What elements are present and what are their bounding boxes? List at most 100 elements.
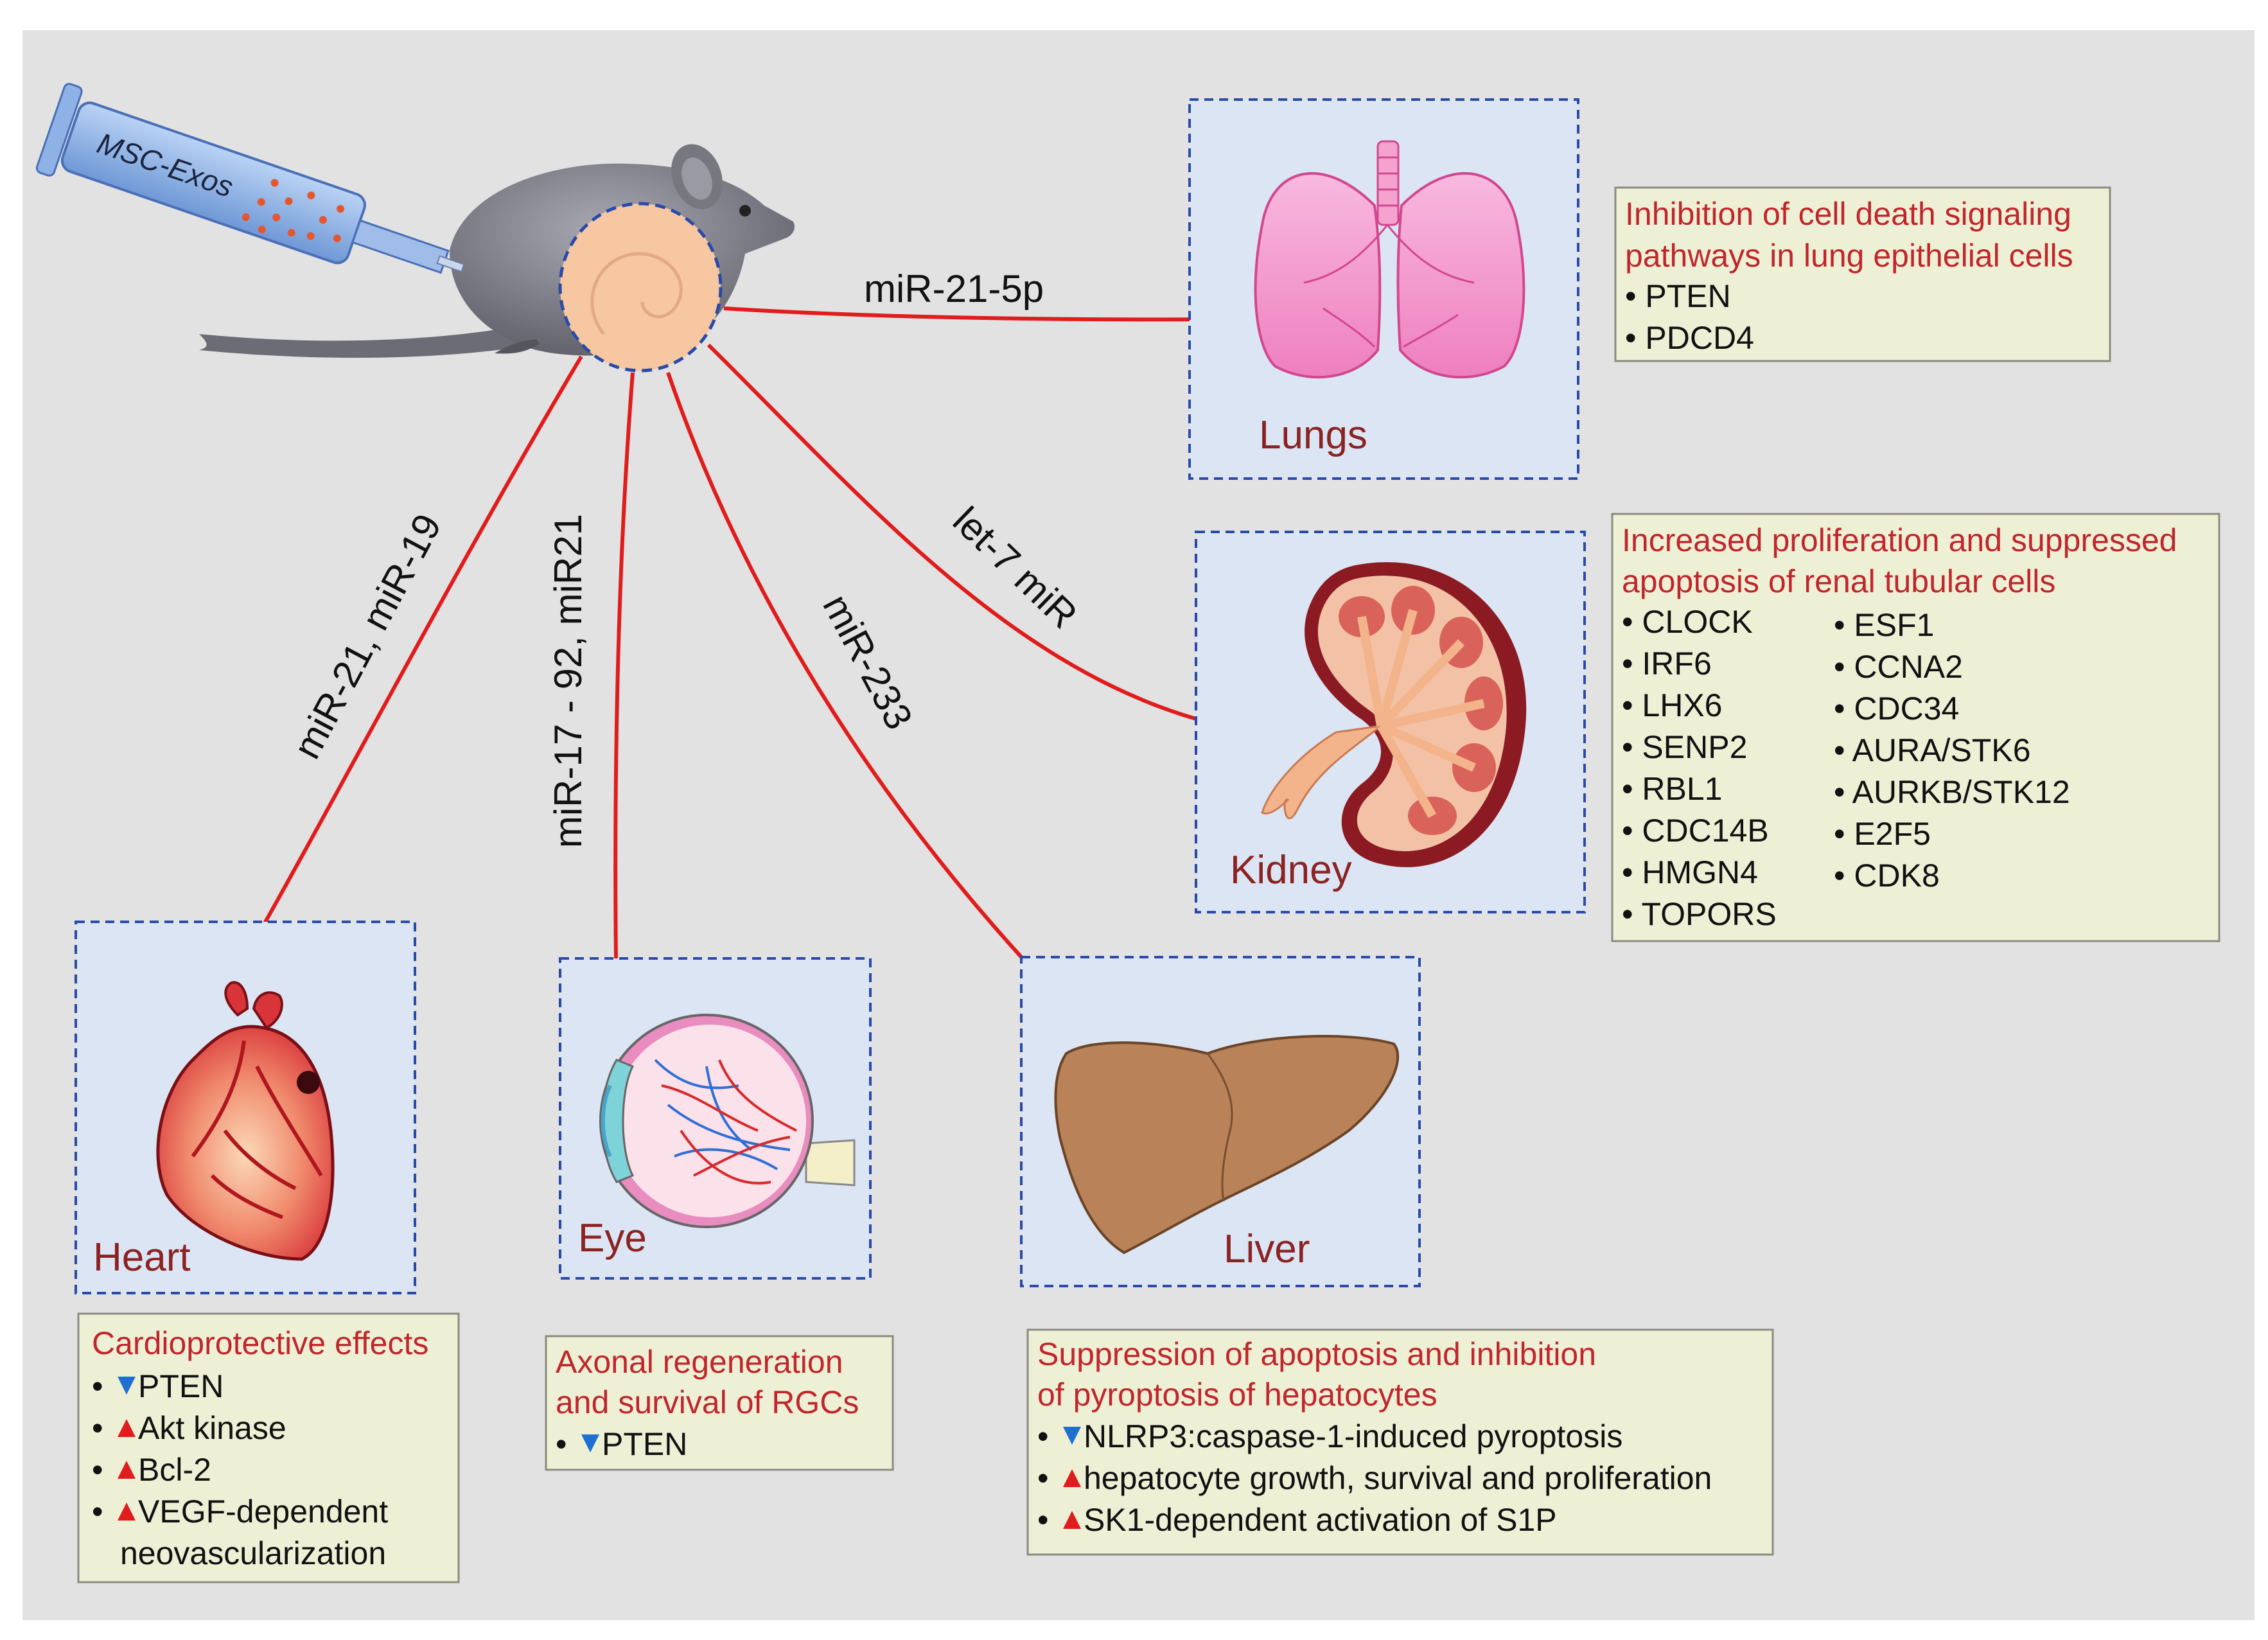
syringe-plunger	[35, 83, 83, 177]
svg-text:• CDC14B: • CDC14B	[1622, 813, 1769, 849]
svg-text:•: •	[1037, 1502, 1049, 1538]
kidney-gene: RBL1	[1642, 771, 1722, 807]
kidney-gene: LHX6	[1642, 687, 1722, 723]
heart-panel: Heart	[75, 921, 416, 1294]
kidney-gene: CDC14B	[1642, 813, 1768, 849]
kidney-effects-box: Increased proliferation and suppressed a…	[1611, 513, 2220, 942]
svg-text:•: •	[92, 1452, 103, 1488]
liver-effect-item: SK1-dependent activation of S1P	[1084, 1502, 1557, 1538]
organ-label-lungs: Lungs	[1259, 413, 1367, 457]
exosome-dots	[242, 179, 344, 243]
liver-effects-title-line2: of pyroptosis of hepatocytes	[1037, 1377, 1437, 1413]
organ-label-kidney: Kidney	[1230, 848, 1352, 892]
organ-label-eye: Eye	[578, 1216, 647, 1260]
decrease-marker	[118, 1377, 136, 1395]
svg-text:• AURKB/STK12: • AURKB/STK12	[1834, 774, 2070, 810]
kidney-gene-column-1: • CLOCK • IRF6 • LHX6 • SENP2 • RBL1 • C…	[1622, 604, 1777, 932]
heart-effect-item: Akt kinase	[138, 1410, 286, 1446]
lungs-effect-item: PTEN	[1645, 278, 1730, 314]
lungs-icon	[1254, 140, 1525, 379]
syringe-needle	[436, 255, 465, 273]
svg-text:•: •	[1037, 1418, 1049, 1454]
kidney-gene: TOPORS	[1642, 896, 1777, 932]
kidney-gene: IRF6	[1642, 646, 1711, 682]
arrow-to-eye	[601, 372, 635, 1014]
arrow-to-heart	[231, 355, 583, 982]
increase-marker	[118, 1503, 136, 1521]
organ-label-liver: Liver	[1224, 1227, 1310, 1271]
kidney-gene: CDK8	[1854, 858, 1939, 894]
increase-marker	[1063, 1469, 1081, 1487]
arrow-to-lungs	[723, 304, 1249, 335]
kidney-gene: AURKB/STK12	[1852, 774, 2070, 810]
svg-text:•: •	[1037, 1460, 1049, 1496]
kidney-gene: AURA/STK6	[1852, 732, 2031, 768]
organ-label-heart: Heart	[93, 1235, 191, 1280]
svg-text:• CDC34: • CDC34	[1834, 691, 1959, 727]
heart-effects-title: Cardioprotective effects	[92, 1325, 428, 1361]
kidney-icon	[1261, 562, 1527, 867]
lungs-panel: Lungs	[1188, 98, 1579, 480]
svg-text:•: •	[556, 1426, 567, 1462]
svg-text:• E2F5: • E2F5	[1834, 816, 1931, 852]
svg-text:• PTEN: • PTEN	[1625, 278, 1731, 314]
svg-text:•: •	[92, 1410, 103, 1446]
decrease-marker	[581, 1434, 599, 1452]
heart-effect-item: VEGF-dependent	[138, 1494, 388, 1530]
decrease-marker	[1063, 1427, 1081, 1445]
kidney-gene: E2F5	[1854, 816, 1931, 852]
liver-effects-box: Suppression of apoptosis and inhibition …	[1026, 1328, 1774, 1556]
heart-effect-item: Bcl-2	[138, 1452, 211, 1488]
kidney-gene: ESF1	[1854, 607, 1934, 643]
kidney-gene: CLOCK	[1642, 604, 1752, 640]
route-label-eye: miR-17 - 92, miR21	[547, 514, 590, 848]
heart-icon	[156, 981, 335, 1261]
increase-marker	[118, 1419, 136, 1437]
kidney-gene: SENP2	[1642, 729, 1747, 765]
lungs-effects-box: Inhibition of cell death signaling pathw…	[1614, 186, 2111, 362]
liver-effect-item: NLRP3:caspase-1-induced pyroptosis	[1084, 1418, 1622, 1454]
heart-effect-item-continuation: neovascularization	[120, 1535, 386, 1571]
heart-effect-item: PTEN	[138, 1368, 224, 1404]
svg-text:• TOPORS: • TOPORS	[1622, 896, 1777, 932]
svg-text:• RBL1: • RBL1	[1622, 771, 1722, 807]
svg-text:• PDCD4: • PDCD4	[1625, 320, 1754, 356]
lungs-effect-item: PDCD4	[1645, 320, 1754, 356]
svg-text:•: •	[92, 1368, 103, 1404]
arrow-to-liver	[666, 372, 1084, 1023]
arrow-to-kidney	[707, 343, 1255, 743]
liver-panel: Liver	[1020, 956, 1421, 1287]
eye-effects-box: Axonal regeneration and survival of RGCs…	[545, 1335, 894, 1471]
svg-text:• SENP2: • SENP2	[1622, 729, 1747, 765]
rat-illustration	[199, 144, 795, 373]
svg-text:•: •	[92, 1494, 103, 1530]
svg-text:• LHX6: • LHX6	[1622, 687, 1722, 723]
eye-effects-title-line1: Axonal regeneration	[556, 1344, 843, 1380]
lungs-effects-title-line1: Inhibition of cell death signaling	[1625, 196, 2071, 232]
svg-text:• CCNA2: • CCNA2	[1834, 649, 1963, 685]
eye-icon	[599, 1014, 856, 1228]
kidney-effects-title-line2: apoptosis of renal tubular cells	[1622, 563, 2055, 599]
svg-text:• AURA/STK6: • AURA/STK6	[1834, 732, 2031, 768]
eye-effects-title-line2: and survival of RGCs	[556, 1384, 859, 1420]
increase-marker	[1063, 1511, 1081, 1529]
lungs-effects-title-line2: pathways in lung epithelial cells	[1625, 238, 2073, 274]
rat-organ-region	[558, 202, 723, 373]
svg-text:• HMGN4: • HMGN4	[1622, 854, 1758, 890]
kidney-effects-title-line1: Increased proliferation and suppressed	[1622, 522, 2177, 558]
liver-effect-item: hepatocyte growth, survival and prolifer…	[1084, 1460, 1712, 1496]
svg-text:• IRF6: • IRF6	[1622, 646, 1712, 682]
eye-effect-item: PTEN	[602, 1426, 687, 1462]
arrows	[231, 304, 1255, 1023]
heart-effects-box: Cardioprotective effects • PTEN • Akt ki…	[77, 1312, 460, 1583]
eye-panel: Eye	[559, 957, 872, 1280]
liver-icon	[1054, 1035, 1400, 1255]
route-label-lungs: miR-21-5p	[864, 267, 1044, 310]
kidney-panel: Kidney	[1195, 531, 1586, 913]
liver-effects-title-line1: Suppression of apoptosis and inhibition	[1037, 1336, 1596, 1372]
kidney-gene: HMGN4	[1642, 854, 1758, 890]
kidney-gene-column-2: • ESF1 • CCNA2 • CDC34 • AURA/STK6 • AUR…	[1834, 607, 2070, 894]
increase-marker	[118, 1461, 136, 1479]
